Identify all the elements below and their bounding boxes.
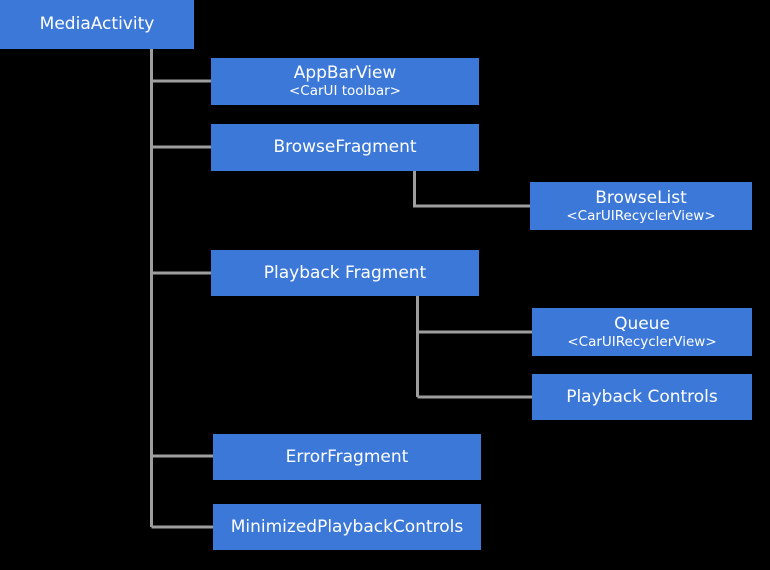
- edge-browsefragment-browselist: [413, 171, 530, 208]
- node-playback-fragment[interactable]: Playback Fragment: [211, 250, 479, 296]
- node-subtitle: <CarUIRecyclerView>: [567, 333, 717, 350]
- node-title: AppBarView: [293, 63, 397, 84]
- node-title: BrowseList: [595, 187, 687, 208]
- node-minimized-playback-controls[interactable]: MinimizedPlaybackControls: [213, 504, 481, 550]
- node-title: Playback Controls: [566, 386, 718, 407]
- node-title: ErrorFragment: [285, 446, 409, 467]
- node-playback-controls[interactable]: Playback Controls: [532, 374, 752, 420]
- node-title: MediaActivity: [39, 14, 155, 35]
- node-appbarview[interactable]: AppBarView <CarUI toolbar>: [211, 58, 479, 105]
- node-title: Playback Fragment: [263, 262, 427, 283]
- node-mediaactivity[interactable]: MediaActivity: [0, 0, 194, 49]
- node-browsefragment[interactable]: BrowseFragment: [211, 124, 479, 171]
- node-title: MinimizedPlaybackControls: [230, 516, 464, 537]
- node-browselist[interactable]: BrowseList <CarUIRecyclerView>: [530, 182, 752, 230]
- node-subtitle: <CarUIRecyclerView>: [566, 207, 716, 224]
- node-queue[interactable]: Queue <CarUIRecyclerView>: [532, 308, 752, 356]
- node-title: BrowseFragment: [273, 137, 417, 158]
- node-title: Queue: [614, 313, 670, 334]
- node-subtitle: <CarUI toolbar>: [289, 83, 401, 100]
- node-errorfragment[interactable]: ErrorFragment: [213, 434, 481, 480]
